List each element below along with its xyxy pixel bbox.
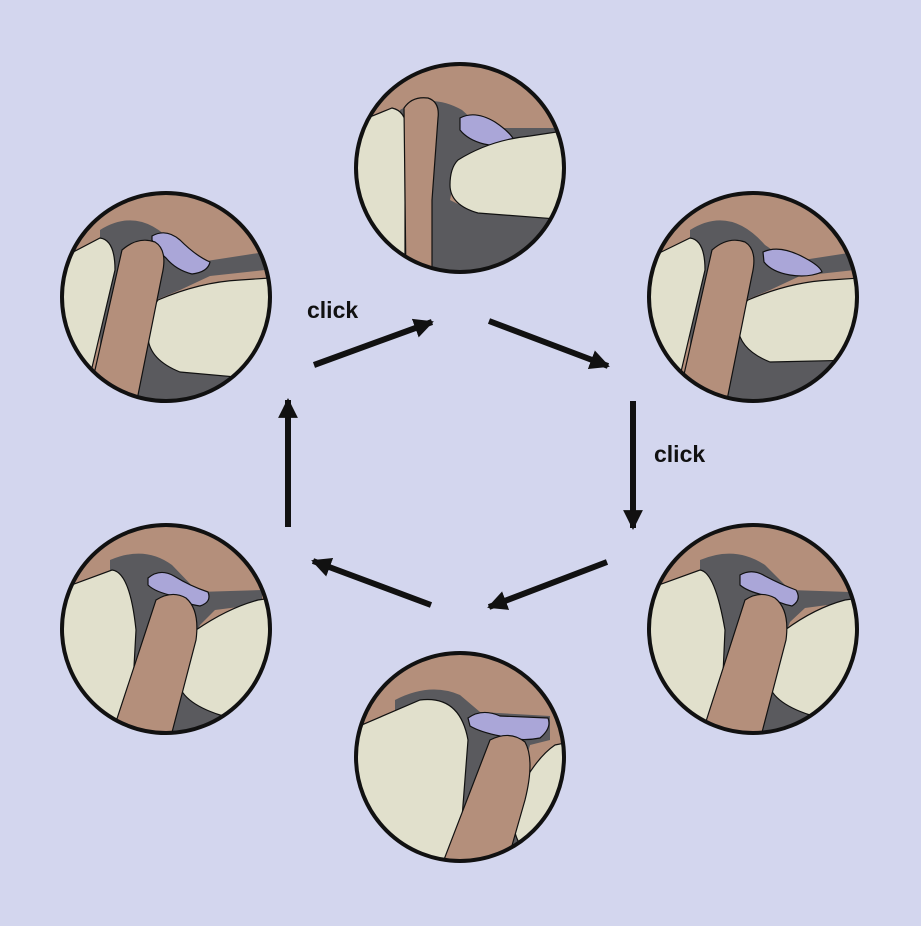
stage-top bbox=[354, 62, 566, 274]
stage-upper-right bbox=[647, 191, 859, 403]
stage-upper-left bbox=[60, 191, 272, 403]
arrow-lower-right-to-bottom bbox=[487, 559, 609, 610]
arrow-upper-left-to-top bbox=[312, 318, 434, 368]
stage-lower-left bbox=[60, 523, 272, 735]
stage-lower-right bbox=[647, 523, 859, 735]
arrow-top-to-upper-right bbox=[487, 318, 610, 369]
click-label-right: click bbox=[654, 441, 706, 467]
click-label-top: click bbox=[307, 297, 359, 323]
arrow-bottom-to-lower-left bbox=[311, 557, 433, 608]
stage-bottom bbox=[354, 651, 566, 863]
